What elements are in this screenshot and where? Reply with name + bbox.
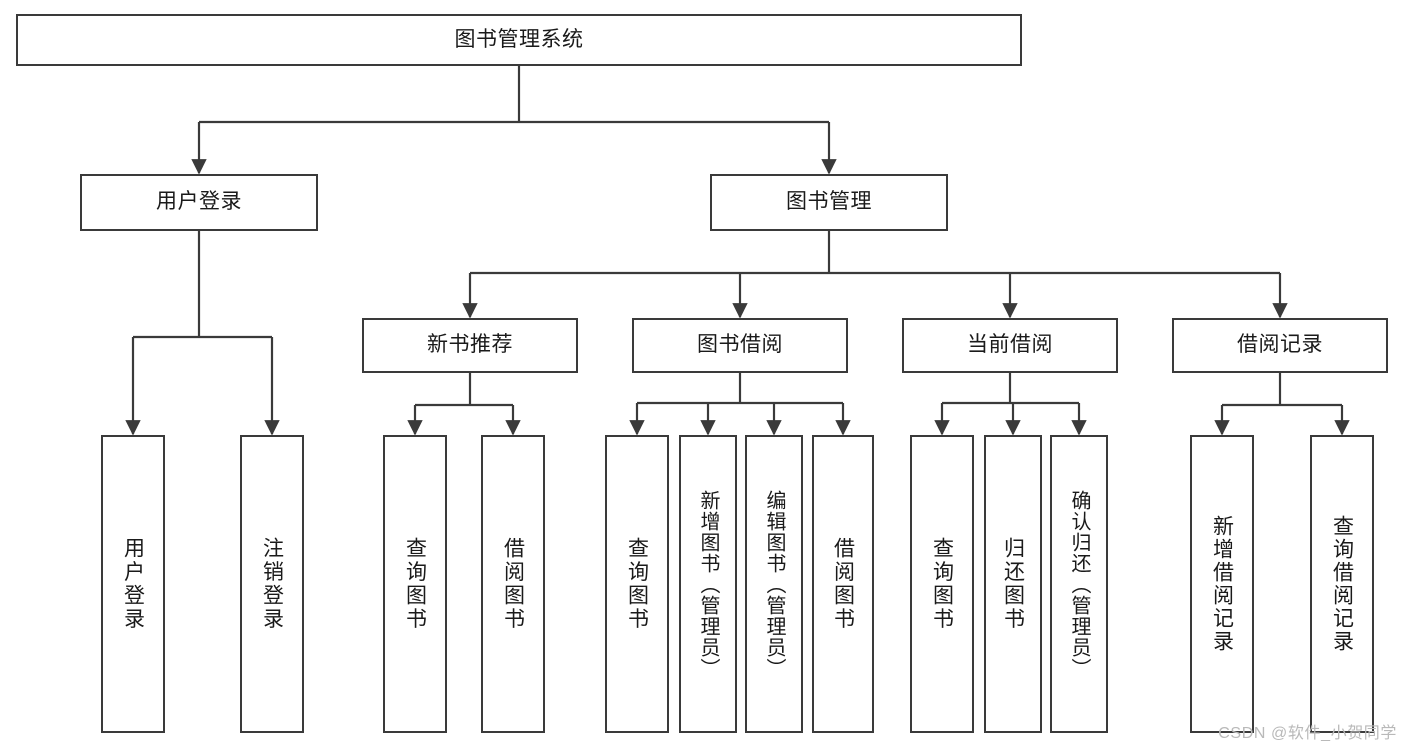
node-label: 查询图书 [625,537,649,631]
node-l-re-add: 新增借阅记录 [1190,435,1254,733]
node-l-bo-query: 查询图书 [605,435,669,733]
node-label: 新增借阅记录 [1210,515,1234,653]
node-label: 借阅图书 [831,537,855,631]
node-records: 借阅记录 [1172,318,1388,373]
node-label: 查询借阅记录 [1330,515,1354,653]
node-l-bo-add: 新增图书（管理员） [679,435,737,733]
node-l-re-query: 查询借阅记录 [1310,435,1374,733]
node-l-cu-query: 查询图书 [910,435,974,733]
node-login: 用户登录 [80,174,318,231]
node-root: 图书管理系统 [16,14,1022,66]
node-label: 新书推荐 [427,333,513,357]
node-label: 用户登录 [156,190,242,214]
node-label: 图书管理系统 [454,27,584,51]
node-l-cu-return: 归还图书 [984,435,1042,733]
node-current: 当前借阅 [902,318,1118,373]
node-l-login: 用户登录 [101,435,165,733]
node-label: 归还图书 [1001,537,1025,631]
node-l-nb-query: 查询图书 [383,435,447,733]
watermark: CSDN @软件_小贺同学 [1218,725,1397,742]
node-label: 借阅图书 [501,537,525,631]
node-l-bo-edit: 编辑图书（管理员） [745,435,803,733]
node-label: 当前借阅 [967,333,1053,357]
node-label: 确认归还（管理员） [1068,489,1090,679]
node-label: 注销登录 [260,537,284,631]
node-label: 编辑图书（管理员） [763,489,785,679]
node-label: 新增图书（管理员） [697,489,719,679]
node-l-nb-borrow: 借阅图书 [481,435,545,733]
node-label: 图书借阅 [697,333,783,357]
node-bookmgmt: 图书管理 [710,174,948,231]
node-label: 查询图书 [403,537,427,631]
node-l-cu-conf: 确认归还（管理员） [1050,435,1108,733]
node-l-logout: 注销登录 [240,435,304,733]
node-l-bo-lend: 借阅图书 [812,435,874,733]
node-borrow: 图书借阅 [632,318,848,373]
node-label: 查询图书 [930,537,954,631]
node-label: 用户登录 [121,537,145,631]
node-newbook: 新书推荐 [362,318,578,373]
node-label: 图书管理 [786,190,872,214]
node-label: 借阅记录 [1237,333,1323,357]
